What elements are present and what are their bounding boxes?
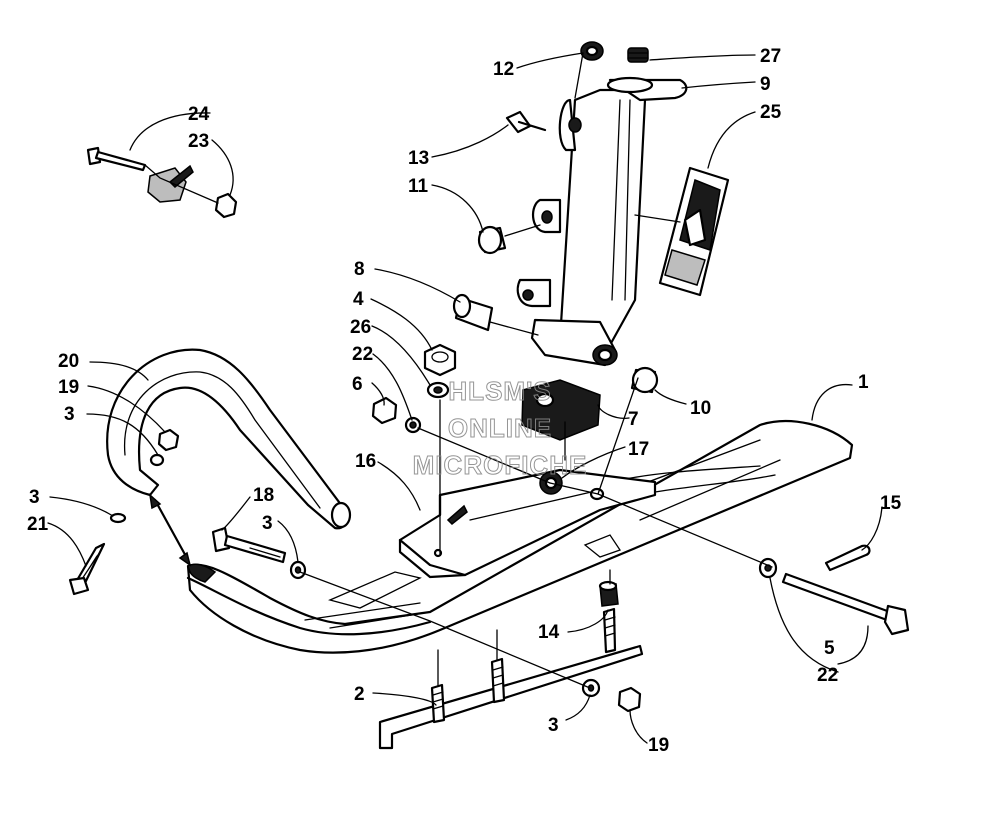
callout-10: 10 <box>690 398 711 419</box>
wear-bar-part <box>378 607 644 750</box>
callout-6: 6 <box>352 374 363 395</box>
leader-lines <box>47 52 883 744</box>
callout-14: 14 <box>538 622 560 643</box>
callout-27: 27 <box>760 46 781 67</box>
stop-block-part <box>521 379 601 441</box>
watermark-line-3: MICROFICHE <box>413 450 588 480</box>
callout-26: 26 <box>350 317 371 338</box>
callout-23: 23 <box>188 131 209 152</box>
callout-2: 2 <box>354 684 365 705</box>
plug-part <box>627 47 649 63</box>
washer-26-part <box>426 381 450 399</box>
callout-21: 21 <box>27 514 49 535</box>
callout-8: 8 <box>354 259 365 280</box>
watermark-line-2: ONLINE <box>448 413 552 443</box>
bolt-18-part <box>211 526 287 564</box>
callout-7: 7 <box>628 409 639 430</box>
callout-15: 15 <box>880 493 902 514</box>
washer-3-lower-part <box>581 678 601 698</box>
ski-part <box>186 419 854 654</box>
washer-3-left-part <box>109 512 127 524</box>
callout-24: 24 <box>188 104 210 125</box>
saddle-bracket-part <box>398 468 657 579</box>
cotter-pin-part <box>824 544 871 572</box>
callout-25: 25 <box>760 102 782 123</box>
bolt-21-part <box>68 542 106 596</box>
handle-nut-part <box>157 428 180 452</box>
grease-fitting-part <box>505 110 547 134</box>
callout-3-left: 3 <box>29 487 40 508</box>
clamp-23-part <box>147 164 194 203</box>
bolt-5-part <box>781 572 910 636</box>
bushing-10-part <box>630 366 659 394</box>
bolt-24-part <box>86 146 147 172</box>
callout-1: 1 <box>858 372 869 393</box>
callout-3-lower: 3 <box>548 715 559 736</box>
callout-22-upper: 22 <box>352 344 373 365</box>
watermark-line-1: HLSM'S <box>448 376 551 406</box>
ski-handle-part <box>106 348 352 530</box>
watermark: HLSM'S ONLINE MICROFICHE <box>412 376 588 481</box>
washer-22-right-part <box>758 557 778 579</box>
nut-19-lower-part <box>617 686 642 713</box>
callout-19-handle: 19 <box>58 377 79 398</box>
washer-3-mid-part <box>289 560 307 580</box>
decal-part <box>658 166 730 297</box>
callout-16: 16 <box>355 451 376 472</box>
callout-13: 13 <box>408 148 429 169</box>
bushing-upper-part <box>477 225 507 255</box>
callout-3-handle: 3 <box>64 404 75 425</box>
callout-5: 5 <box>824 638 835 659</box>
assembly-lines <box>144 164 773 689</box>
callout-19-lower: 19 <box>648 735 669 756</box>
callout-4: 4 <box>353 289 364 310</box>
nut-4-part <box>423 343 457 377</box>
callout-9: 9 <box>760 74 771 95</box>
spacer-14-part <box>598 580 619 607</box>
nut-6-part <box>371 396 398 425</box>
callout-20: 20 <box>58 351 79 372</box>
callout-17: 17 <box>628 439 649 460</box>
callout-22-right: 22 <box>817 665 838 686</box>
washer-22-part <box>404 416 422 434</box>
callout-12: 12 <box>493 59 514 80</box>
nut-23-part <box>214 192 238 219</box>
grommet-part <box>580 41 604 61</box>
callout-labels: 1 2 3 3 3 3 4 5 6 7 8 9 10 11 12 13 14 1… <box>27 46 902 756</box>
bushing-8-part <box>452 293 494 332</box>
handle-washer-part <box>149 453 165 467</box>
spindle-part <box>516 76 688 367</box>
callout-11: 11 <box>408 176 429 197</box>
callout-18: 18 <box>253 485 274 506</box>
callout-3-mid: 3 <box>262 513 273 534</box>
